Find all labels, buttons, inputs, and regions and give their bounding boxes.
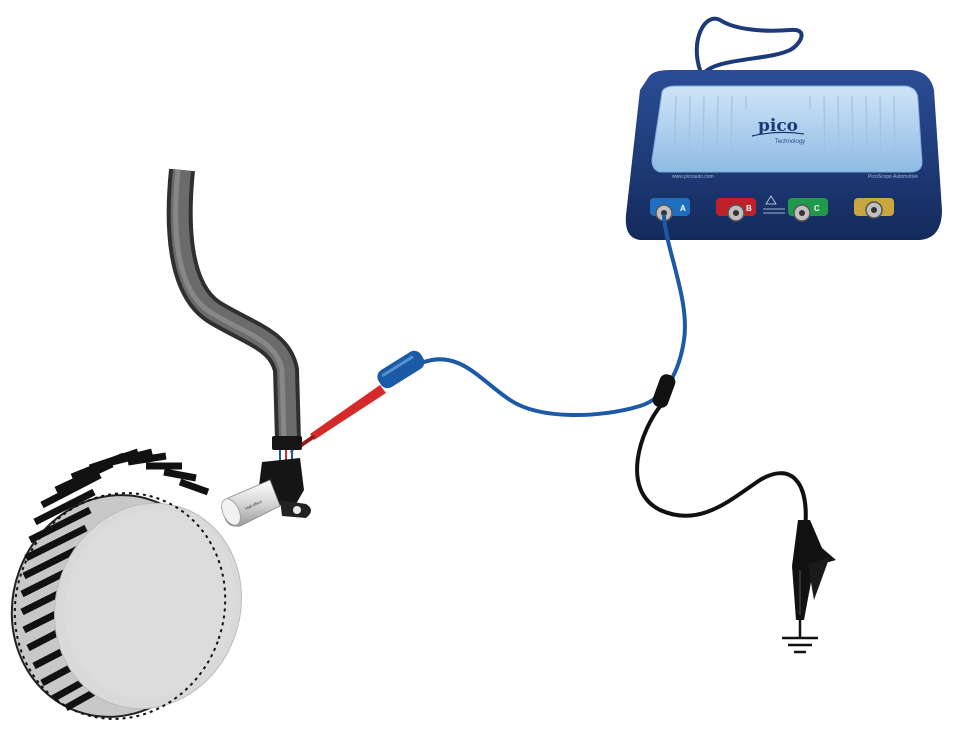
test-lead-cable xyxy=(422,214,687,417)
channel-d-input[interactable] xyxy=(854,198,894,219)
channel-warning-icon xyxy=(763,195,785,214)
scope-top-panel xyxy=(651,85,923,173)
brand-logo: pico xyxy=(758,116,798,136)
svg-text:B: B xyxy=(746,204,752,213)
scope-url-label: www.picoauto.com xyxy=(672,174,714,180)
crocodile-clip-icon[interactable] xyxy=(792,520,836,620)
ground-lead-cable xyxy=(635,402,808,532)
channel-c-input[interactable]: C xyxy=(788,198,828,222)
back-probe[interactable] xyxy=(289,348,427,453)
reluctor-wheel xyxy=(10,448,242,720)
probe-red-sleeve xyxy=(310,385,386,440)
ground-symbol-icon xyxy=(782,620,818,654)
svg-text:A: A xyxy=(680,204,686,213)
channel-b-input[interactable]: B xyxy=(716,198,756,222)
brand-swoosh xyxy=(751,131,805,137)
sensor-connector xyxy=(272,436,302,450)
scope-model-label: PicoScope Automotive xyxy=(868,174,918,180)
picoscope-device[interactable]: pico Technology www.picoauto.com PicoSco… xyxy=(625,70,942,240)
scope-top-ridges xyxy=(673,95,896,165)
svg-text:C: C xyxy=(814,204,820,213)
lead-splitter xyxy=(652,374,676,408)
hall-effect-sensor[interactable]: Hall effect xyxy=(218,436,311,528)
usb-cable xyxy=(694,16,804,74)
brand-subtitle: Technology xyxy=(775,139,805,145)
channel-a-input[interactable]: A xyxy=(650,198,690,222)
